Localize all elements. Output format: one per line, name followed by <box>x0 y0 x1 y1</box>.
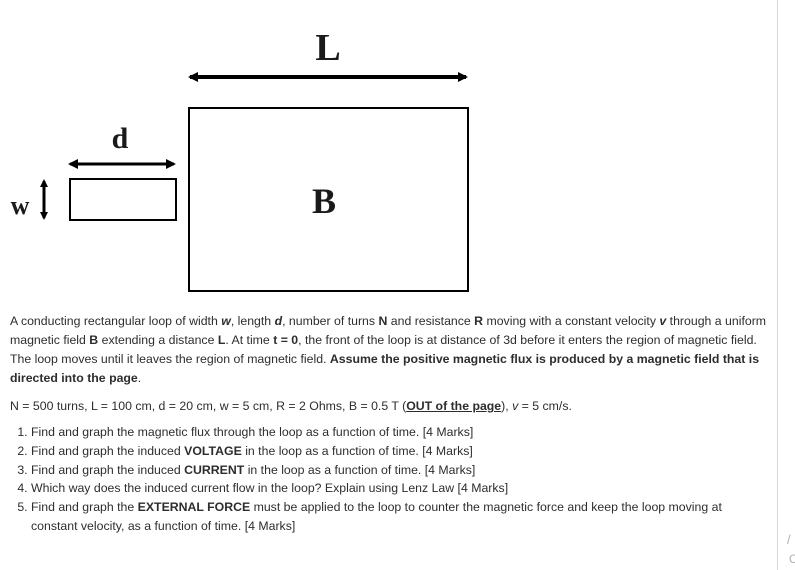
edge-glyph: / <box>787 532 791 547</box>
problem-text: A conducting rectangular loop of width w… <box>10 312 768 536</box>
question-item: Find and graph the induced VOLTAGE in th… <box>31 442 768 461</box>
physics-diagram: L B d w <box>11 27 469 292</box>
problem-description: A conducting rectangular loop of width w… <box>10 314 767 385</box>
magnetic-field-region <box>188 107 469 292</box>
label-B: B <box>312 181 336 221</box>
question-list: Find and graph the magnetic flux through… <box>10 423 768 536</box>
edge-glyph: C <box>789 552 795 566</box>
question-item: Find and graph the magnetic flux through… <box>31 423 768 442</box>
question-item: Find and graph the EXTERNAL FORCE must b… <box>31 498 768 536</box>
question-item: Which way does the induced current flow … <box>31 479 768 498</box>
question-item: Find and graph the induced CURRENT in th… <box>31 461 768 480</box>
panel-divider <box>777 0 778 570</box>
label-L: L <box>315 27 340 69</box>
conducting-loop <box>69 178 177 221</box>
label-d: d <box>112 122 129 155</box>
label-w: w <box>11 191 30 220</box>
out-of-page-note: OUT of the page <box>406 399 502 413</box>
given-values: N = 500 turns, L = 100 cm, d = 20 cm, w … <box>10 399 572 413</box>
